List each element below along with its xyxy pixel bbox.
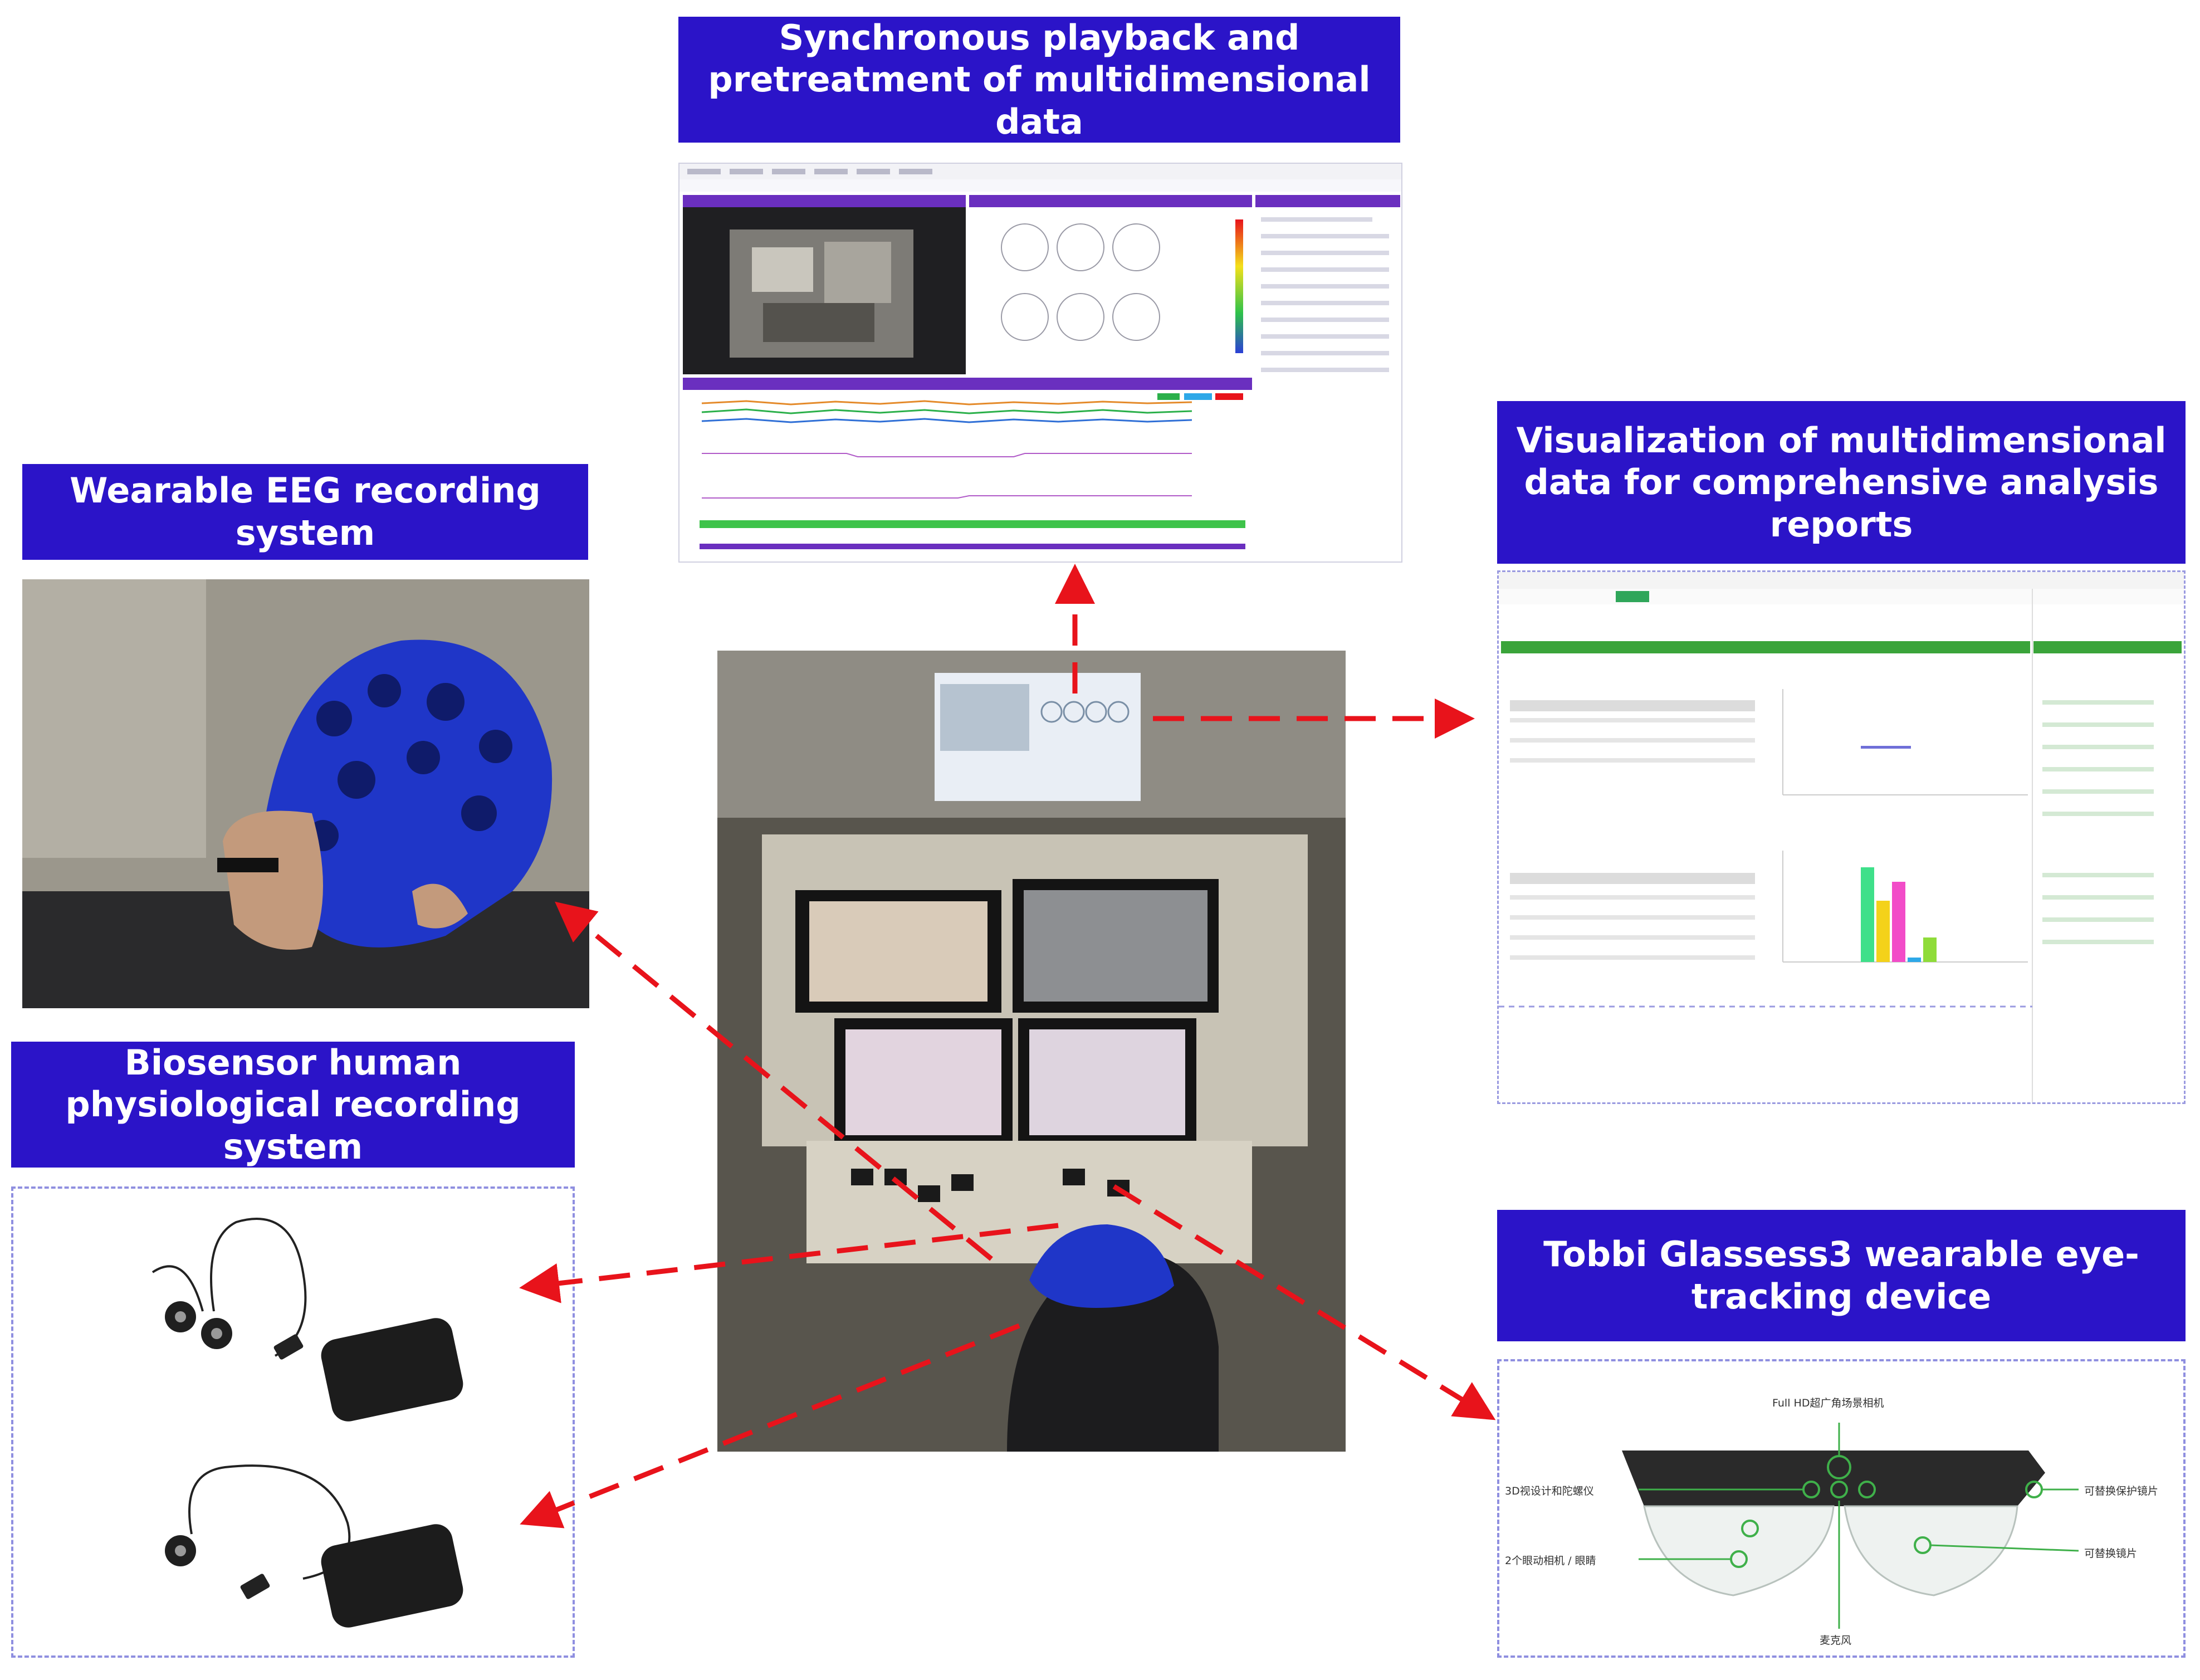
visualization-report-screenshot: [1497, 570, 2186, 1104]
playback-ui-drawing: [679, 164, 1401, 551]
glasses-label-bottom: 麦克风: [1820, 1634, 1852, 1647]
title-tobii-text: Tobbi Glassess3 wearable eye-tracking de…: [1543, 1234, 2139, 1317]
playback-software-screenshot: [678, 163, 1402, 563]
glasses-label-top: Full HD超广角场景相机: [1772, 1397, 1884, 1409]
glasses-label-right-1: 可替换保护镜片: [2084, 1485, 2159, 1497]
eye-tracker-panel: Full HD超广角场景相机 3D视设计和陀螺仪 2个眼动相机 / 眼睛 可替换…: [1497, 1359, 2186, 1658]
control-room-photo-drawing: [717, 651, 1346, 1452]
title-visualization: Visualization of multidimensional data f…: [1497, 401, 2186, 564]
title-biosensor-text: Biosensor human physiological recording …: [65, 1042, 521, 1167]
biosensor-devices-drawing: [151, 1218, 463, 1628]
title-biosensor: Biosensor human physiological recording …: [11, 1042, 575, 1168]
title-tobii: Tobbi Glassess3 wearable eye-tracking de…: [1497, 1210, 2186, 1341]
visualization-ui-drawing: [1499, 572, 2184, 1102]
biosensor-devices-panel: [11, 1186, 575, 1658]
eeg-photo-drawing: [22, 579, 589, 1008]
glasses-label-left-2: 2个眼动相机 / 眼睛: [1505, 1555, 1596, 1567]
title-visualization-text: Visualization of multidimensional data f…: [1516, 419, 2167, 545]
title-playback: Synchronous playback and pretreatment of…: [678, 17, 1400, 143]
title-eeg: Wearable EEG recording system: [22, 464, 588, 560]
glasses-label-left-1: 3D视设计和陀螺仪: [1505, 1485, 1594, 1497]
title-eeg-text: Wearable EEG recording system: [70, 470, 541, 553]
control-room-photo: [717, 651, 1346, 1452]
glasses-label-right-2: 可替换镜片: [2084, 1547, 2138, 1560]
eye-tracker-drawing: [1622, 1423, 2079, 1629]
eeg-photo: [22, 579, 589, 1008]
title-playback-text: Synchronous playback and pretreatment of…: [708, 17, 1371, 142]
